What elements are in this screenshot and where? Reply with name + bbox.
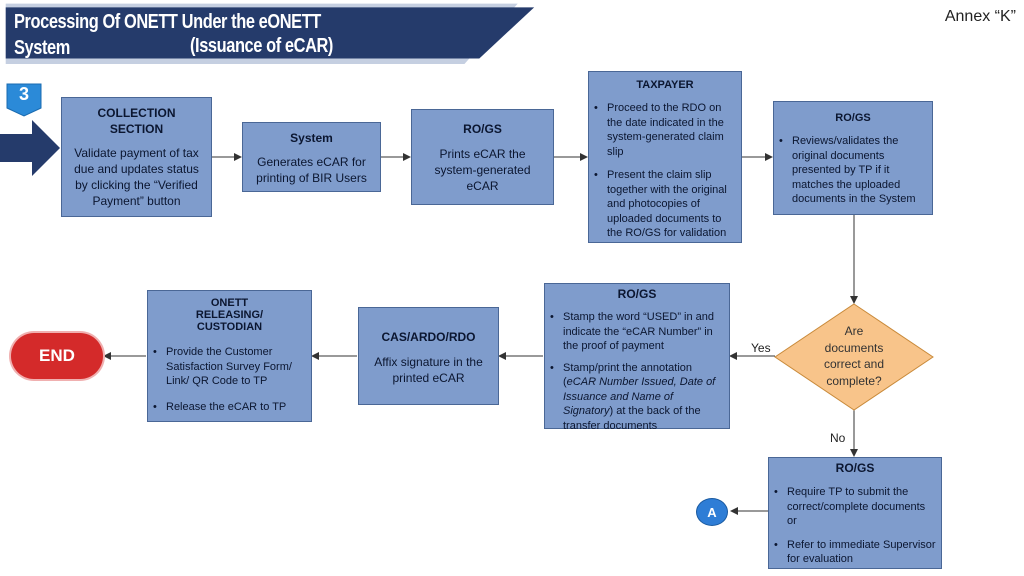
rogs-stamp-box: RO/GS Stamp the word “USED” in and indic… — [544, 283, 730, 432]
stamp-text-italic: eCAR Number Issued, Date of Issuance and… — [563, 376, 716, 417]
connector-a-label: A — [707, 504, 717, 520]
rogs-stamp-bullet: Stamp the word “USED” in and indicate th… — [545, 310, 725, 354]
connector-a: A — [697, 499, 727, 525]
rogs-print-text: Prints eCAR the system-generated eCAR — [434, 147, 531, 193]
rogs-review-title: RO/GS — [835, 112, 871, 124]
stamp-text-post: ) at the back of the transfer documents — [563, 405, 701, 432]
step-badge — [6, 83, 42, 117]
yes-label: Yes — [751, 341, 771, 355]
cas-text: Affix signature in the printed eCAR — [374, 355, 483, 385]
onett-title-line1: ONETT — [210, 297, 249, 309]
taxpayer-title: TAXPAYER — [636, 79, 694, 91]
rogs-stamp-bullet: Stamp/print the annotation (eCAR Number … — [545, 361, 725, 434]
system-box: System Generates eCAR for printing of BI… — [242, 122, 381, 192]
decision-text: Are documents correct and complete? — [794, 323, 914, 389]
onett-title-line3: CUSTODIAN — [196, 321, 263, 333]
collection-section-box: COLLECTION SECTION Validate payment of t… — [61, 97, 212, 217]
decision-line: Are — [844, 324, 864, 338]
end-label: END — [39, 346, 75, 365]
collection-text: Validate payment of tax due and updates … — [74, 146, 199, 208]
decision-line: complete? — [826, 373, 882, 388]
system-text: Generates eCAR for printing of BIR Users — [256, 155, 367, 185]
rogs-require-title: RO/GS — [835, 461, 875, 475]
onett-bullet: Provide the Customer Satisfaction Survey… — [148, 345, 307, 389]
rogs-require-bullet: Refer to immediate Supervisor for evalua… — [769, 538, 937, 567]
taxpayer-bullet: Present the claim slip together with the… — [589, 168, 737, 241]
rogs-review-box: RO/GS Reviews/validates the original doc… — [773, 101, 933, 215]
rogs-print-box: RO/GS Prints eCAR the system-generated e… — [411, 109, 554, 205]
rogs-stamp-title: RO/GS — [617, 287, 657, 301]
stamp-text-pre: Stamp/print the annotation ( — [563, 361, 693, 389]
end-terminal: END — [11, 333, 103, 379]
annex-label: Annex “K” — [944, 8, 1016, 25]
system-title: System — [290, 131, 333, 145]
decision-line: documents — [824, 340, 884, 355]
page-title-line2-right: (Issuance of eCAR) — [190, 35, 333, 57]
step-number: 3 — [18, 84, 29, 104]
rogs-require-box: RO/GS Require TP to submit the correct/c… — [768, 457, 942, 569]
page-title-line1: Processing Of ONETT Under the eONETT — [14, 11, 321, 33]
cas-title: CAS/ARDO/RDO — [381, 330, 476, 344]
collection-title-line2: SECTION — [109, 122, 164, 136]
rogs-print-title: RO/GS — [463, 122, 502, 136]
taxpayer-box: TAXPAYER Proceed to the RDO on the date … — [588, 71, 742, 243]
decision-line: correct and — [823, 357, 885, 371]
no-label: No — [830, 431, 846, 445]
start-arrow-icon — [0, 120, 60, 176]
collection-title-line1: COLLECTION — [97, 106, 176, 120]
onett-releasing-box: ONETT RELEASING/ CUSTODIAN Provide the C… — [147, 290, 312, 422]
rogs-review-bullet: Reviews/validates the original documents… — [774, 134, 928, 207]
taxpayer-bullet: Proceed to the RDO on the date indicated… — [589, 101, 737, 159]
header-banner — [5, 3, 535, 64]
decision-diamond — [774, 303, 934, 411]
onett-title-line2: RELEASING/ — [195, 309, 264, 321]
rogs-require-bullet: Require TP to submit the correct/complet… — [769, 485, 937, 529]
cas-ardo-rdo-box: CAS/ARDO/RDO Affix signature in the prin… — [358, 307, 499, 405]
onett-bullet: Release the eCAR to TP — [148, 400, 307, 415]
page-title-line2-left: System — [14, 37, 70, 59]
